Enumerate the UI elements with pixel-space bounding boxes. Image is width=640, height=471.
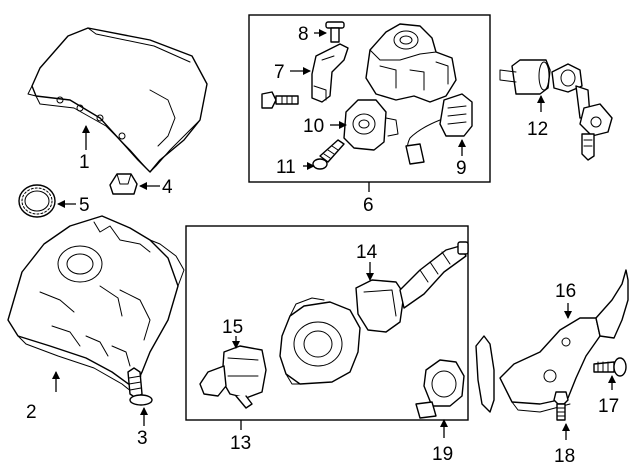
callout-19: 19: [432, 444, 453, 465]
ignition-housing: [365, 23, 457, 103]
callout-16: 16: [555, 281, 576, 302]
callout-7: 7: [274, 62, 285, 83]
upper-column-cover: [27, 27, 208, 173]
callout-3: 3: [137, 428, 148, 449]
callout-13: 13: [230, 433, 251, 454]
screw-17: [593, 357, 627, 377]
bracket-7: [311, 43, 349, 103]
bolt-18: [553, 391, 569, 421]
switch-9: [405, 93, 473, 165]
callout-14: 14: [356, 242, 378, 263]
callout-1: 1: [79, 152, 90, 173]
ring-part: [18, 184, 56, 218]
switch-10: [343, 99, 399, 151]
callout-8: 8: [298, 24, 309, 45]
callout-11: 11: [276, 157, 296, 178]
screw-11: [312, 139, 345, 170]
wiper-switch-15: [199, 345, 267, 409]
callout-4: 4: [162, 177, 173, 198]
group-frame-13: [185, 225, 469, 421]
ring-sensor-19: [415, 359, 465, 419]
clock-spring-body: [279, 297, 361, 385]
callout-5: 5: [79, 195, 90, 216]
callout-9: 9: [456, 158, 467, 179]
callout-15: 15: [222, 317, 243, 338]
lower-column-cover: [7, 215, 185, 393]
callout-18: 18: [554, 446, 575, 467]
screw-3: [127, 367, 153, 406]
combination-switch-14: [355, 241, 469, 333]
callout-6: 6: [363, 195, 374, 216]
key-cylinder-12: [499, 59, 613, 161]
callout-10: 10: [303, 116, 324, 137]
callout-2: 2: [26, 402, 37, 423]
callout-12: 12: [527, 119, 548, 140]
clip-part: [109, 173, 138, 195]
bolt-part: [261, 91, 299, 109]
pin-8: [325, 21, 345, 43]
paddle-shifter-16: [475, 269, 629, 413]
callout-17: 17: [598, 396, 619, 417]
